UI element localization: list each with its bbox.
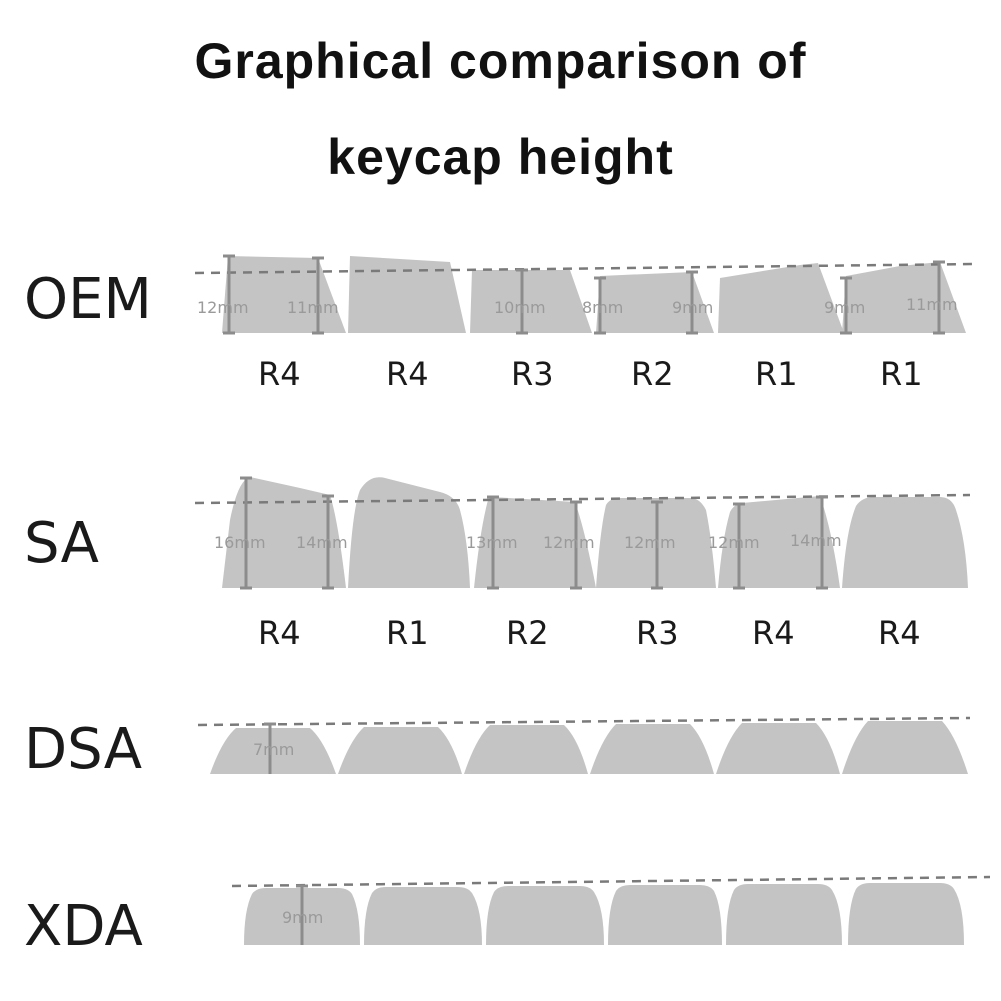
keycap-xda-2 [364,887,482,945]
measure-bar-sa-14mm [322,494,334,590]
measurement-label: 8mm [582,298,623,317]
measure-bar-oem-9mm-b [840,276,852,335]
profile-label-xda: XDA [24,894,143,959]
measurement-label: 14mm [296,533,348,552]
measurement-label: 11mm [906,295,958,314]
keycap-sa-5 [718,496,840,588]
reference-line-xda [231,875,991,888]
measure-bar-xda-9mm [296,884,308,945]
measurement-label: 11mm [287,298,339,317]
measure-bar-sa-12mm-c [733,502,745,590]
measure-bar-sa-12mm-a [570,500,582,590]
measure-bar-oem-10mm [516,268,528,335]
profile-label-dsa: DSA [24,717,142,782]
keycap-sa-1 [222,477,346,588]
reference-line-dsa [197,716,971,727]
profile-oem: OEM [24,254,976,393]
profile-label-oem: OEM [24,267,152,332]
row-label: R4 [386,355,429,393]
title-line-1: Graphical comparison of [194,33,807,89]
keycap-xda-3 [486,886,604,945]
keycap-dsa-2 [338,727,462,774]
measure-bar-oem-11mm [312,256,324,335]
measurement-label: 10mm [494,298,546,317]
row-label: R4 [258,614,301,652]
measurement-label: 16mm [214,533,266,552]
measurement-label: 13mm [466,533,518,552]
keycap-dsa-1 [210,728,336,774]
row-label: R1 [755,355,798,393]
keycap-sa-3 [474,497,596,588]
measure-bar-dsa-7mm [264,722,276,774]
keycap-dsa-4 [590,724,714,774]
title-line-2: keycap height [327,129,674,185]
row-label: R1 [386,614,429,652]
row-label: R2 [506,614,549,652]
measurement-label: 9mm [672,298,713,317]
keycap-xda-6 [848,883,964,945]
row-label: R2 [631,355,674,393]
keycap-oem-1 [222,256,346,333]
profile-xda: XDA 9mm [24,875,991,959]
measure-bar-oem-11mm-b [933,260,945,335]
measure-bar-sa-12mm-b [651,500,663,590]
keycap-oem-4 [596,272,714,333]
measure-bar-oem-12mm [223,254,235,335]
measurement-label: 14mm [790,531,842,550]
measure-bar-sa-16mm [240,476,252,590]
measure-bar-oem-9mm-a [686,270,698,335]
row-label: R4 [752,614,795,652]
keycap-oem-5 [718,263,844,333]
measure-bar-sa-13mm [487,495,499,590]
row-label: R3 [511,355,554,393]
profile-sa: SA [24,476,971,652]
keycap-oem-6 [842,262,966,333]
reference-line-sa [194,493,971,505]
keycap-oem-2 [348,256,466,333]
measurement-label: 9mm [282,908,323,927]
keycap-dsa-3 [464,725,588,774]
measure-bar-oem-8mm [594,276,606,335]
measure-bar-sa-14mm-b [816,495,828,590]
row-label: R1 [880,355,923,393]
profile-label-sa: SA [24,511,99,576]
keycap-dsa-5 [716,723,840,774]
keycap-dsa-6 [842,721,968,774]
profile-dsa: DSA 7mm [24,716,971,782]
reference-line-oem [194,262,976,275]
measurement-label: 12mm [543,533,595,552]
keycap-oem-3 [470,270,592,333]
measurement-label: 12mm [708,533,760,552]
measurement-label: 7mm [253,740,294,759]
keycap-sa-6 [842,497,968,588]
measurement-label: 9mm [824,298,865,317]
measurement-label: 12mm [197,298,249,317]
keycap-xda-5 [726,884,842,945]
keycap-xda-4 [608,885,722,945]
measurement-label: 12mm [624,533,676,552]
row-label: R4 [258,355,301,393]
row-label: R4 [878,614,921,652]
row-label: R3 [636,614,679,652]
keycap-sa-2 [348,477,470,588]
